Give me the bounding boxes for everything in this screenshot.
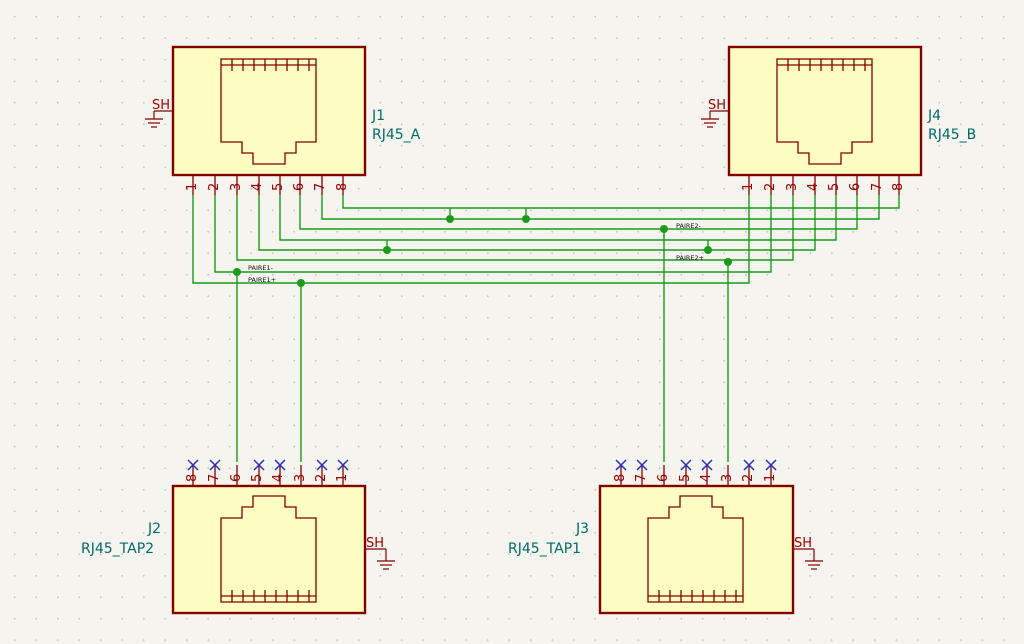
j3-reference: J3 <box>575 521 589 537</box>
j4-shield-label: SH <box>708 98 726 113</box>
j1-pin-number: 4 <box>250 183 265 191</box>
connector-j4[interactable]: 1 2 3 4 5 6 7 8 SH J4 RJ45_B <box>701 45 976 195</box>
j2-ground-icon <box>377 549 395 570</box>
j1-pins <box>192 175 344 195</box>
j4-socket-outline <box>776 58 873 165</box>
junction <box>297 279 305 287</box>
j2-pin-number: 5 <box>250 474 265 482</box>
junction <box>704 246 712 254</box>
connector-j3[interactable]: 8 7 6 5 4 3 2 1 SH J3 RJ45_TAP1 <box>508 459 823 615</box>
j2-pins <box>192 465 344 486</box>
j4-pin-number: 6 <box>848 183 863 191</box>
j4-pin-number: 2 <box>763 183 778 191</box>
j3-pin-number: 4 <box>699 474 714 482</box>
j1-body <box>171 45 367 177</box>
j1-value: RJ45_A <box>372 127 421 143</box>
j4-reference: J4 <box>927 108 941 124</box>
j3-pin-number: 6 <box>656 474 671 482</box>
junction <box>724 258 732 266</box>
j2-pin-number: 6 <box>229 474 244 482</box>
j3-pin-number: 3 <box>720 474 735 482</box>
j2-pin-number: 1 <box>335 474 350 482</box>
j4-pin-number: 3 <box>785 183 800 191</box>
j3-pins <box>620 465 772 486</box>
j2-reference: J2 <box>147 521 161 537</box>
net-label-paire2-minus: PAIRE2- <box>676 222 702 230</box>
wires <box>192 195 900 462</box>
j3-pin-number: 1 <box>763 474 778 482</box>
j2-pin-number: 7 <box>207 474 222 482</box>
j2-shield-label: SH <box>366 536 384 551</box>
j3-pin-number: 8 <box>613 474 628 482</box>
j4-contacts <box>787 59 866 71</box>
j1-pin-number: 2 <box>207 183 222 191</box>
j3-pin-number: 7 <box>634 474 649 482</box>
j1-pin-number: 5 <box>271 183 286 191</box>
junction <box>660 225 668 233</box>
net-label-paire1-minus: PAIRE1- <box>248 264 274 272</box>
j2-pin-number: 4 <box>271 474 286 482</box>
j2-no-connect-markers <box>187 459 349 471</box>
junction <box>233 268 241 276</box>
j3-no-connect-markers <box>615 459 777 471</box>
j2-pin-number: 2 <box>314 474 329 482</box>
j1-pin-number: 8 <box>335 183 350 191</box>
j3-pin-number: 2 <box>741 474 756 482</box>
j2-value: RJ45_TAP2 <box>81 541 154 557</box>
j1-shield-label: SH <box>152 98 170 113</box>
j4-pins <box>748 175 900 195</box>
connector-j2[interactable]: 8 7 6 5 4 3 2 1 SH J2 RJ45_TAP2 <box>81 459 395 615</box>
j3-socket-outline <box>647 495 744 603</box>
j1-pin-number: 1 <box>185 183 200 191</box>
j4-pin-number: 1 <box>741 183 756 191</box>
connector-j1[interactable]: 1 2 3 4 5 6 7 8 SH J1 RJ45_A <box>145 45 421 195</box>
wire-pin2 <box>214 195 772 273</box>
junction <box>522 215 530 223</box>
j2-pin-number: 3 <box>293 474 308 482</box>
j3-contacts <box>658 590 737 602</box>
j3-ground-icon <box>805 549 823 570</box>
wire-pin8 <box>342 195 900 209</box>
wire-pin4 <box>258 195 816 251</box>
wire-pin5 <box>279 195 837 241</box>
j3-pin-number: 5 <box>678 474 693 482</box>
net-label-paire2-plus: PAIRE2+ <box>676 254 704 262</box>
j2-contacts <box>231 590 310 602</box>
j1-pin-number: 6 <box>292 183 307 191</box>
j1-pin-number: 7 <box>313 183 328 191</box>
wire-pin7 <box>321 195 880 220</box>
j1-socket-outline <box>220 58 317 165</box>
j3-shield-label: SH <box>794 536 812 551</box>
j1-ground-icon <box>145 111 163 128</box>
j4-pin-number: 7 <box>870 183 885 191</box>
wire-pin1 <box>192 195 750 284</box>
j1-reference: J1 <box>371 108 385 124</box>
junction <box>446 215 454 223</box>
j3-value: RJ45_TAP1 <box>508 541 581 557</box>
net-label-paire1-plus: PAIRE1+ <box>248 276 276 284</box>
j4-pin-number: 4 <box>806 183 821 191</box>
j2-body <box>171 484 367 615</box>
j4-value: RJ45_B <box>928 127 976 143</box>
wire-pin3 <box>236 195 794 261</box>
j2-socket-outline <box>220 495 317 603</box>
j2-pin-number: 8 <box>185 474 200 482</box>
j1-pin-number: 3 <box>229 183 244 191</box>
wire-pin6 <box>299 195 858 230</box>
j4-pin-number: 8 <box>891 183 906 191</box>
junction <box>383 246 391 254</box>
j3-body <box>598 484 795 615</box>
j1-contacts <box>231 59 310 71</box>
j4-pin-number: 5 <box>827 183 842 191</box>
j4-ground-icon <box>701 111 719 128</box>
j4-body <box>727 45 923 177</box>
